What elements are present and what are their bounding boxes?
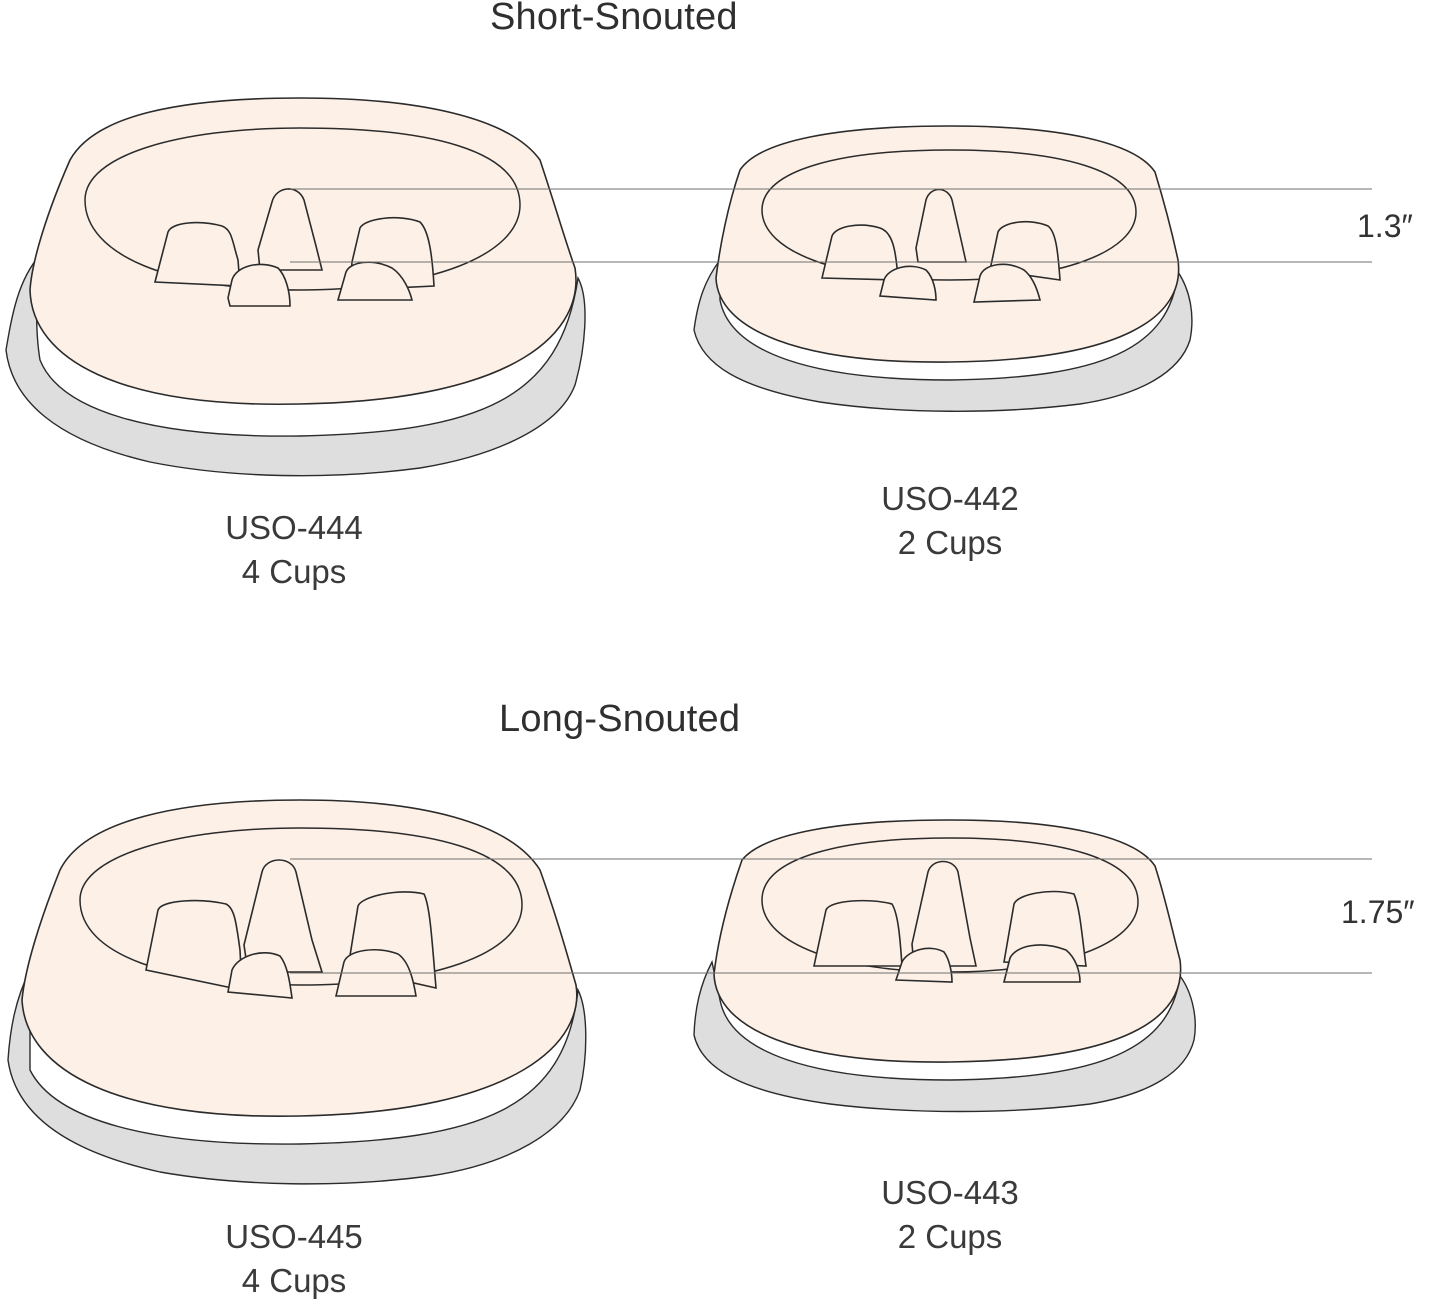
bowl-ridge (227, 952, 293, 999)
bowl-ridge (336, 261, 414, 301)
capacity: 2 Cups (897, 524, 1003, 561)
model-number: USO-445 (225, 1218, 363, 1255)
bowl-ridge (911, 860, 977, 967)
bowl-shadow (7, 969, 587, 1185)
capacity: 4 Cups (241, 1262, 347, 1299)
bowl-ridge (972, 263, 1042, 303)
bowl-shadow (693, 257, 1193, 412)
capacity: 2 Cups (897, 1218, 1003, 1255)
bowl-ridge (820, 224, 899, 281)
bowl-ridge (878, 265, 937, 301)
section-title-long-snouted: Long-Snouted (499, 698, 741, 740)
bowl-ridge (813, 899, 903, 967)
section-title-short-snouted: Short-Snouted (490, 0, 738, 38)
bowl-uso-444 (5, 97, 586, 477)
bowl-ridge (145, 899, 243, 991)
height-dimension-label: 1.3″ (1357, 208, 1413, 244)
model-number: USO-442 (881, 480, 1019, 517)
model-number: USO-444 (225, 509, 363, 546)
bowl-ridge (257, 188, 324, 271)
bowl-label: USO-445 4 Cups (194, 1215, 394, 1303)
model-number: USO-443 (881, 1174, 1019, 1211)
bowl-shadow (693, 959, 1196, 1113)
bowl-ridge (894, 947, 953, 983)
bowl-uso-442 (693, 125, 1193, 412)
bowl-uso-445 (7, 799, 587, 1185)
capacity: 4 Cups (241, 553, 347, 590)
bowl-ridge (153, 221, 241, 287)
bowl-label: USO-443 2 Cups (850, 1171, 1050, 1259)
bowl-uso-443 (693, 819, 1196, 1113)
bowl-label: USO-442 2 Cups (850, 477, 1050, 565)
bowl-shadow (5, 252, 586, 477)
bowl-ridge (243, 859, 324, 973)
bowl-ridge (915, 188, 967, 263)
bowl-ridge (227, 263, 291, 307)
height-dimension-label: 1.75″ (1341, 894, 1415, 930)
bowl-label: USO-444 4 Cups (194, 506, 394, 594)
